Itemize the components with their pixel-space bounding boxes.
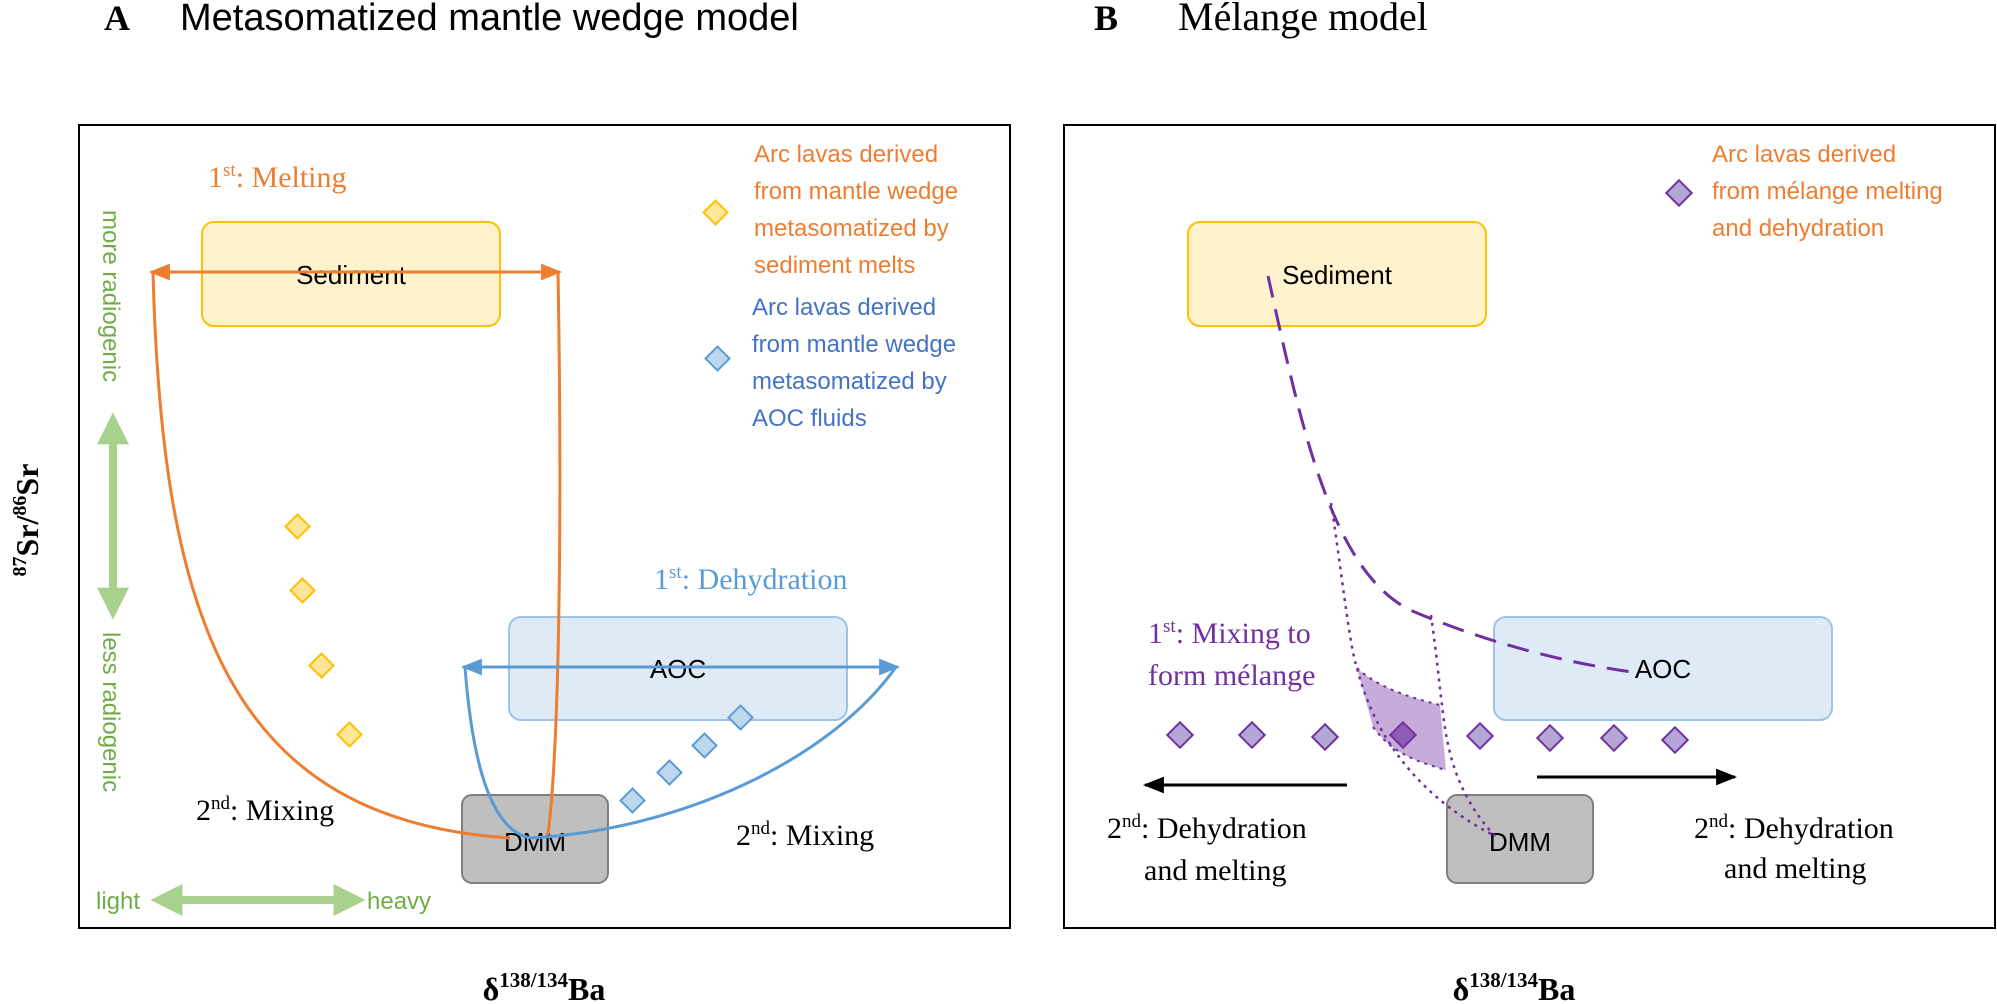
heavy-label: heavy	[367, 888, 431, 915]
orange-mixing-curve-left	[151, 271, 511, 840]
melting-label: 1st: Melting	[208, 160, 347, 194]
panel-b: B Mélange model Sediment AOC DMM	[1063, 0, 1996, 1004]
blue-mixing-curve-left	[463, 666, 531, 840]
legend-purple-diamond	[1664, 178, 1694, 208]
mixing-melange-label: 1st: Mixing to form mélange	[1148, 616, 1318, 692]
melange-region	[1357, 668, 1446, 770]
panel-a: A Metasomatized mantle wedge model 87Sr/…	[9, 0, 1011, 1004]
aoc-label: AOC	[650, 654, 706, 684]
blue-diamond	[619, 787, 646, 814]
legend-blue-diamond	[704, 345, 731, 372]
blue-mixing-curve-right	[529, 666, 898, 840]
purple-diamond	[1535, 723, 1565, 753]
dehydration-label: 1st: Dehydration	[654, 562, 847, 596]
panel-b-x-axis-label: δ138/134Ba	[1453, 968, 1576, 1004]
svg-text:87Sr/86Sr: 87Sr/86Sr	[9, 464, 45, 577]
legend-yellow-text: Arc lavas derived from mantle wedge meta…	[754, 141, 965, 279]
dehydration-label-left: 2nd: Dehydration and melting	[1107, 811, 1314, 887]
panel-a-title: Metasomatized mantle wedge model	[180, 0, 799, 39]
purple-diamonds	[1165, 720, 1690, 755]
yellow-diamond	[289, 577, 316, 604]
light-label: light	[96, 888, 140, 915]
dotted-curve-left	[1329, 502, 1496, 838]
purple-diamond	[1165, 720, 1195, 750]
purple-diamond	[1388, 720, 1418, 750]
sediment-box-b	[1187, 221, 1487, 327]
more-radiogenic-label: more radiogenic	[97, 210, 124, 382]
mixing-label-left: 2nd: Mixing	[196, 793, 334, 827]
sediment-label-b: Sediment	[1282, 260, 1393, 290]
panel-a-frame	[78, 124, 1011, 929]
blue-diamond	[656, 759, 683, 786]
dmm-label-b: DMM	[1489, 827, 1551, 857]
yellow-diamonds	[284, 513, 363, 748]
purple-diamond	[1310, 722, 1340, 752]
less-radiogenic-label: less radiogenic	[97, 632, 124, 792]
dotted-curve-bottom	[1372, 726, 1447, 771]
panel-b-frame	[1063, 124, 1996, 929]
aoc-box-b	[1493, 616, 1833, 721]
y-axis-label: 87Sr/86Sr	[9, 464, 45, 577]
purple-diamond	[1599, 723, 1629, 753]
legend-blue-text: Arc lavas derived from mantle wedge meta…	[752, 294, 963, 432]
panel-a-x-axis-label: δ138/134Ba	[483, 968, 606, 1004]
aoc-label-b: AOC	[1635, 654, 1691, 684]
blue-diamond	[727, 704, 754, 731]
panel-a-letter: A	[104, 0, 130, 38]
panel-b-letter: B	[1094, 0, 1118, 38]
purple-diamond	[1237, 720, 1267, 750]
dmm-box-b	[1446, 794, 1594, 884]
yellow-diamond	[284, 513, 311, 540]
blue-diamonds	[619, 704, 754, 814]
sediment-label: Sediment	[296, 260, 407, 290]
orange-mixing-curve-right	[546, 271, 562, 836]
panel-b-title: Mélange model	[1178, 0, 1428, 39]
purple-diamond	[1660, 725, 1690, 755]
yellow-diamond	[336, 721, 363, 748]
purple-diamond	[1465, 721, 1495, 751]
dotted-curve-top	[1356, 667, 1441, 706]
legend-yellow-diamond	[702, 199, 729, 226]
yellow-diamond	[308, 652, 335, 679]
mixing-curve	[1266, 275, 1633, 674]
blue-diamond	[691, 732, 718, 759]
dehydration-label-right: 2nd: Dehydration and melting	[1694, 811, 1901, 885]
legend-purple-text: Arc lavas derived from mélange melting a…	[1712, 141, 1949, 242]
mixing-label-right: 2nd: Mixing	[736, 818, 874, 852]
